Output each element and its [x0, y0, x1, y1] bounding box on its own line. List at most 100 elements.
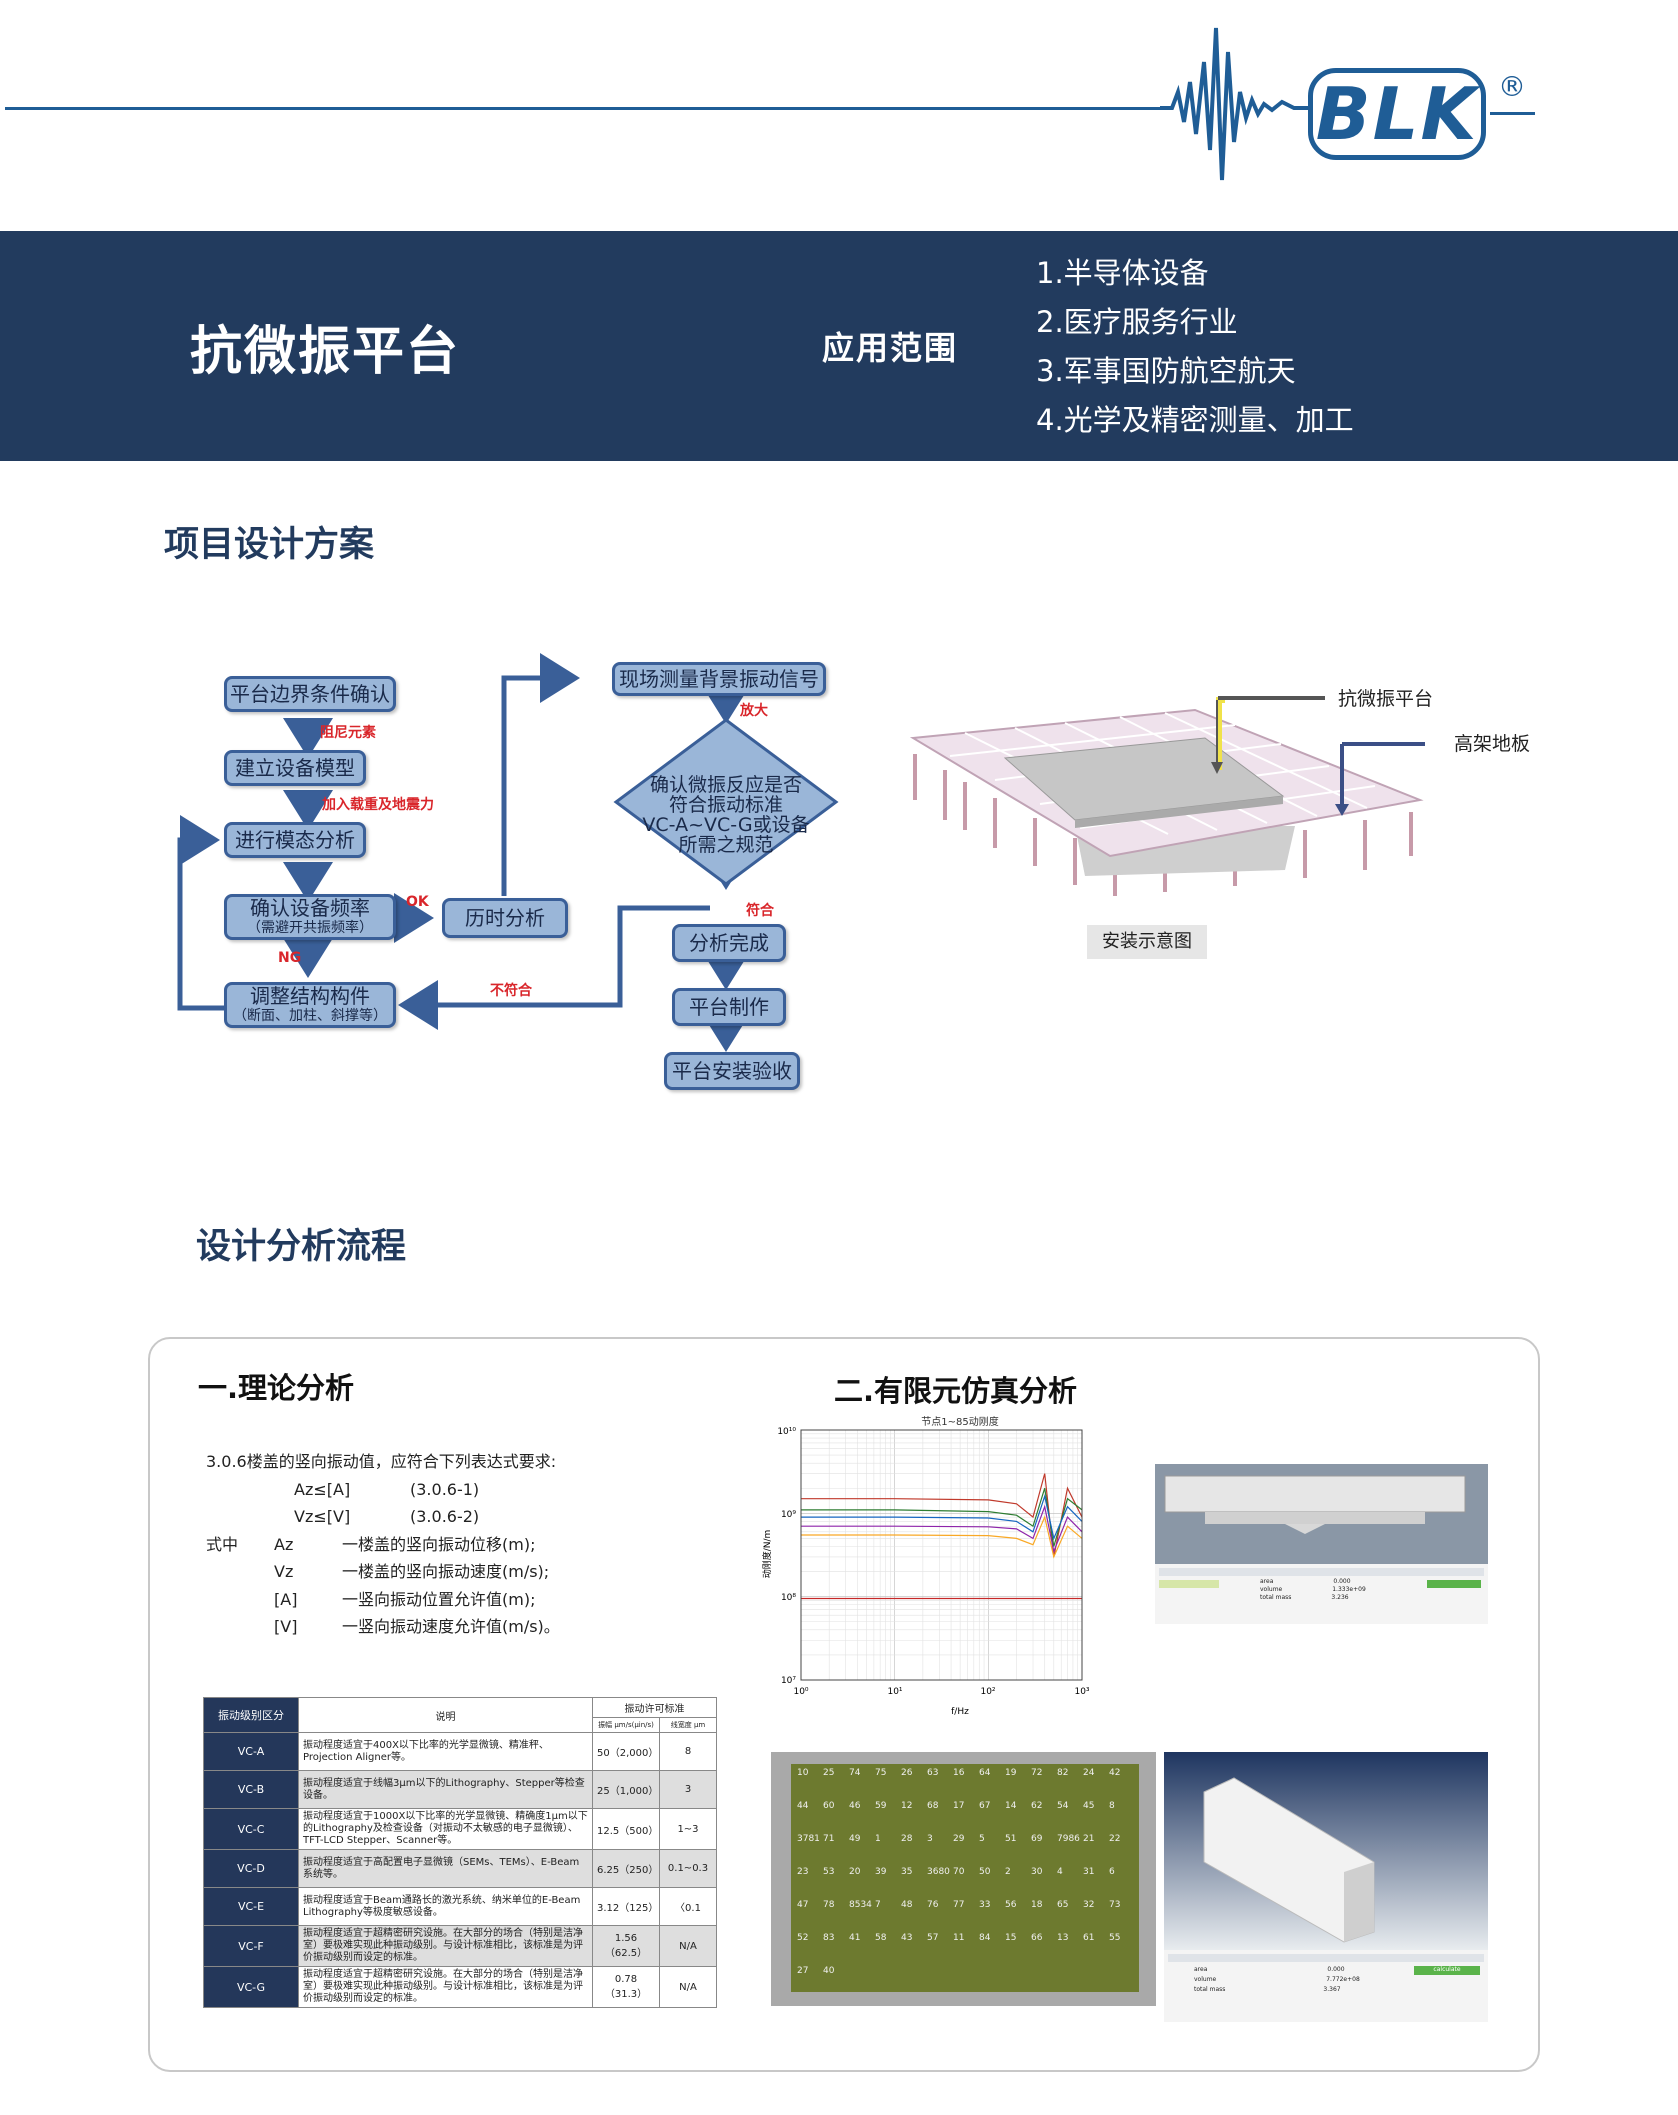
node-label: 32	[1083, 1900, 1095, 1910]
th-desc: 说明	[298, 1697, 593, 1733]
node-label: 50	[979, 1867, 991, 1877]
flow-label-conform: 符合	[746, 903, 774, 919]
prop-value: 7.772e+08	[1326, 1976, 1360, 1983]
scope-item: 2.医疗服务行业	[1036, 305, 1238, 339]
node-label: 8	[1109, 1801, 1115, 1811]
flow-box-time-history: 历时分析	[442, 898, 568, 938]
diamond-line: VC-A~VC-G或设备	[642, 813, 810, 836]
beam-model-view	[1155, 1464, 1488, 1564]
series-line	[801, 1504, 1083, 1554]
node-label: 30	[1031, 1867, 1043, 1877]
flow-label-ok: OK	[406, 894, 429, 910]
node-label: 84	[979, 1933, 991, 1943]
node-label: 25	[823, 1768, 835, 1778]
x-axis-label: f/Hz	[951, 1707, 969, 1717]
node-label: 74	[849, 1768, 861, 1778]
chart-title: 节点1~85动刚度	[921, 1415, 998, 1428]
theory-eq2: Vz≤[V] (3.0.6-2)	[206, 1503, 556, 1531]
node-label: 76	[927, 1900, 939, 1910]
flow-box-frequency-l2: （需避开共振频率）	[247, 920, 373, 937]
node-label: 59	[875, 1801, 887, 1811]
node-label: 73	[1109, 1900, 1121, 1910]
node-label: 46	[849, 1801, 861, 1811]
install-caption: 安装示意图	[1087, 925, 1207, 959]
x-tick-label: 10¹	[887, 1687, 902, 1697]
theory-title: 一.理论分析	[198, 1371, 355, 1405]
series-line	[801, 1494, 1083, 1541]
theory-def: [A] 一竖向振动位置允许值(m);	[206, 1586, 556, 1614]
chart-frame	[800, 1429, 1083, 1681]
flow-box-model: 建立设备模型	[224, 750, 366, 786]
scope-label: 应用范围	[822, 329, 959, 367]
row-class: VC-D	[203, 1849, 299, 1888]
th-std: 振动许可标准	[592, 1697, 717, 1718]
node-label: 26	[901, 1768, 913, 1778]
prop-value: 3.367	[1323, 1986, 1341, 1993]
node-label: 54	[1057, 1801, 1069, 1811]
node-label: 72	[1031, 1768, 1043, 1778]
section-title-analysis: 设计分析流程	[196, 1227, 407, 1267]
theory-def: 式中 Az 一楼盖的竖向振动位移(m);	[206, 1531, 556, 1559]
th-sub1: 振幅 μm/s(μin/s)	[592, 1717, 660, 1733]
node-label: 33	[979, 1900, 991, 1910]
series-line	[801, 1515, 1083, 1559]
scope-item: 4.光学及精密测量、加工	[1036, 403, 1354, 437]
row-v1: 25（1,000）	[592, 1770, 660, 1809]
node-label: 47	[797, 1900, 809, 1910]
row-class: VC-B	[203, 1770, 299, 1809]
installation-diagram	[909, 696, 1425, 896]
stiffness-chart: 节点1~85动刚度 10¹⁰ 10⁹ 10⁸ 10⁷ 10⁰ 10¹ 10² 1…	[761, 1415, 1090, 1717]
scope-item: 1.半导体设备	[1036, 256, 1209, 290]
node-label: 68	[927, 1801, 939, 1811]
node-label: 3	[927, 1834, 933, 1844]
eq1: Az≤[A]	[294, 1479, 351, 1499]
node-label: 48	[901, 1900, 913, 1910]
prop-value: 0.000	[1327, 1966, 1345, 1973]
flow-box-adjust-l1: 调整结构构件	[250, 984, 370, 1009]
series-line	[801, 1488, 1083, 1547]
node-label: 60	[823, 1801, 835, 1811]
brand-logo: BLK	[1308, 68, 1486, 160]
flow-label-ng: NG	[278, 950, 302, 966]
toolbar	[1168, 1954, 1484, 1962]
flow-label-nonconform: 不符合	[490, 983, 532, 999]
node-label: 75	[875, 1768, 887, 1778]
calculate-button[interactable]: calculate	[1414, 1966, 1480, 1975]
label-platform: 抗微振平台	[1338, 688, 1434, 710]
def-sym: [A]	[274, 1589, 298, 1609]
prop-value: 0.000	[1333, 1578, 1351, 1585]
scope-item: 3.军事国防航空航天	[1036, 354, 1296, 388]
row-desc: 振动程度适宜于超精密研究设施。在大部分的场合（特别是洁净室）要极难实现此种振动级…	[298, 1925, 593, 1967]
theory-text: 3.0.6楼盖的竖向振动值，应符合下列表达式要求: Az≤[A] (3.0.6-…	[206, 1448, 560, 1641]
def-sym: Vz	[274, 1562, 294, 1581]
chart-grid	[800, 1430, 1082, 1681]
node-label: 5	[979, 1834, 985, 1844]
node-label: 39	[875, 1867, 887, 1877]
prop-value: 3.236	[1331, 1594, 1349, 1601]
node-label: 16	[953, 1768, 965, 1778]
theory-intro: 3.0.6楼盖的竖向振动值，应符合下列表达式要求:	[206, 1452, 557, 1471]
flow-label-amplify: 放大	[740, 703, 768, 719]
calc-button[interactable]	[1427, 1580, 1481, 1588]
row-v2: 〈0.1	[659, 1887, 717, 1926]
scope-list: 1.半导体设备 2.医疗服务行业 3.军事国防航空航天 4.光学及精密测量、加工	[1036, 249, 1354, 445]
row-class: VC-E	[203, 1887, 299, 1926]
node-label: 11	[953, 1933, 965, 1943]
node-label: 20	[849, 1867, 861, 1877]
fem-title: 二.有限元仿真分析	[834, 1374, 1078, 1408]
node-label: 8534	[849, 1900, 872, 1910]
prop-name: total mass	[1260, 1594, 1292, 1601]
flow-box-frequency: 确认设备频率 （需避开共振频率）	[224, 894, 396, 940]
flow-box-boundary: 平台边界条件确认	[224, 676, 396, 712]
row-v2: N/A	[659, 1925, 717, 1967]
node-label: 12	[901, 1801, 913, 1811]
def-sym: [V]	[274, 1617, 298, 1636]
node-label: 51	[1005, 1834, 1017, 1844]
def-text: 一楼盖的竖向振动速度(m/s);	[342, 1562, 550, 1581]
node-label: 24	[1083, 1768, 1095, 1778]
row-class: VC-G	[203, 1966, 299, 2008]
row-class: VC-A	[203, 1732, 299, 1771]
node-label: 83	[823, 1933, 835, 1943]
